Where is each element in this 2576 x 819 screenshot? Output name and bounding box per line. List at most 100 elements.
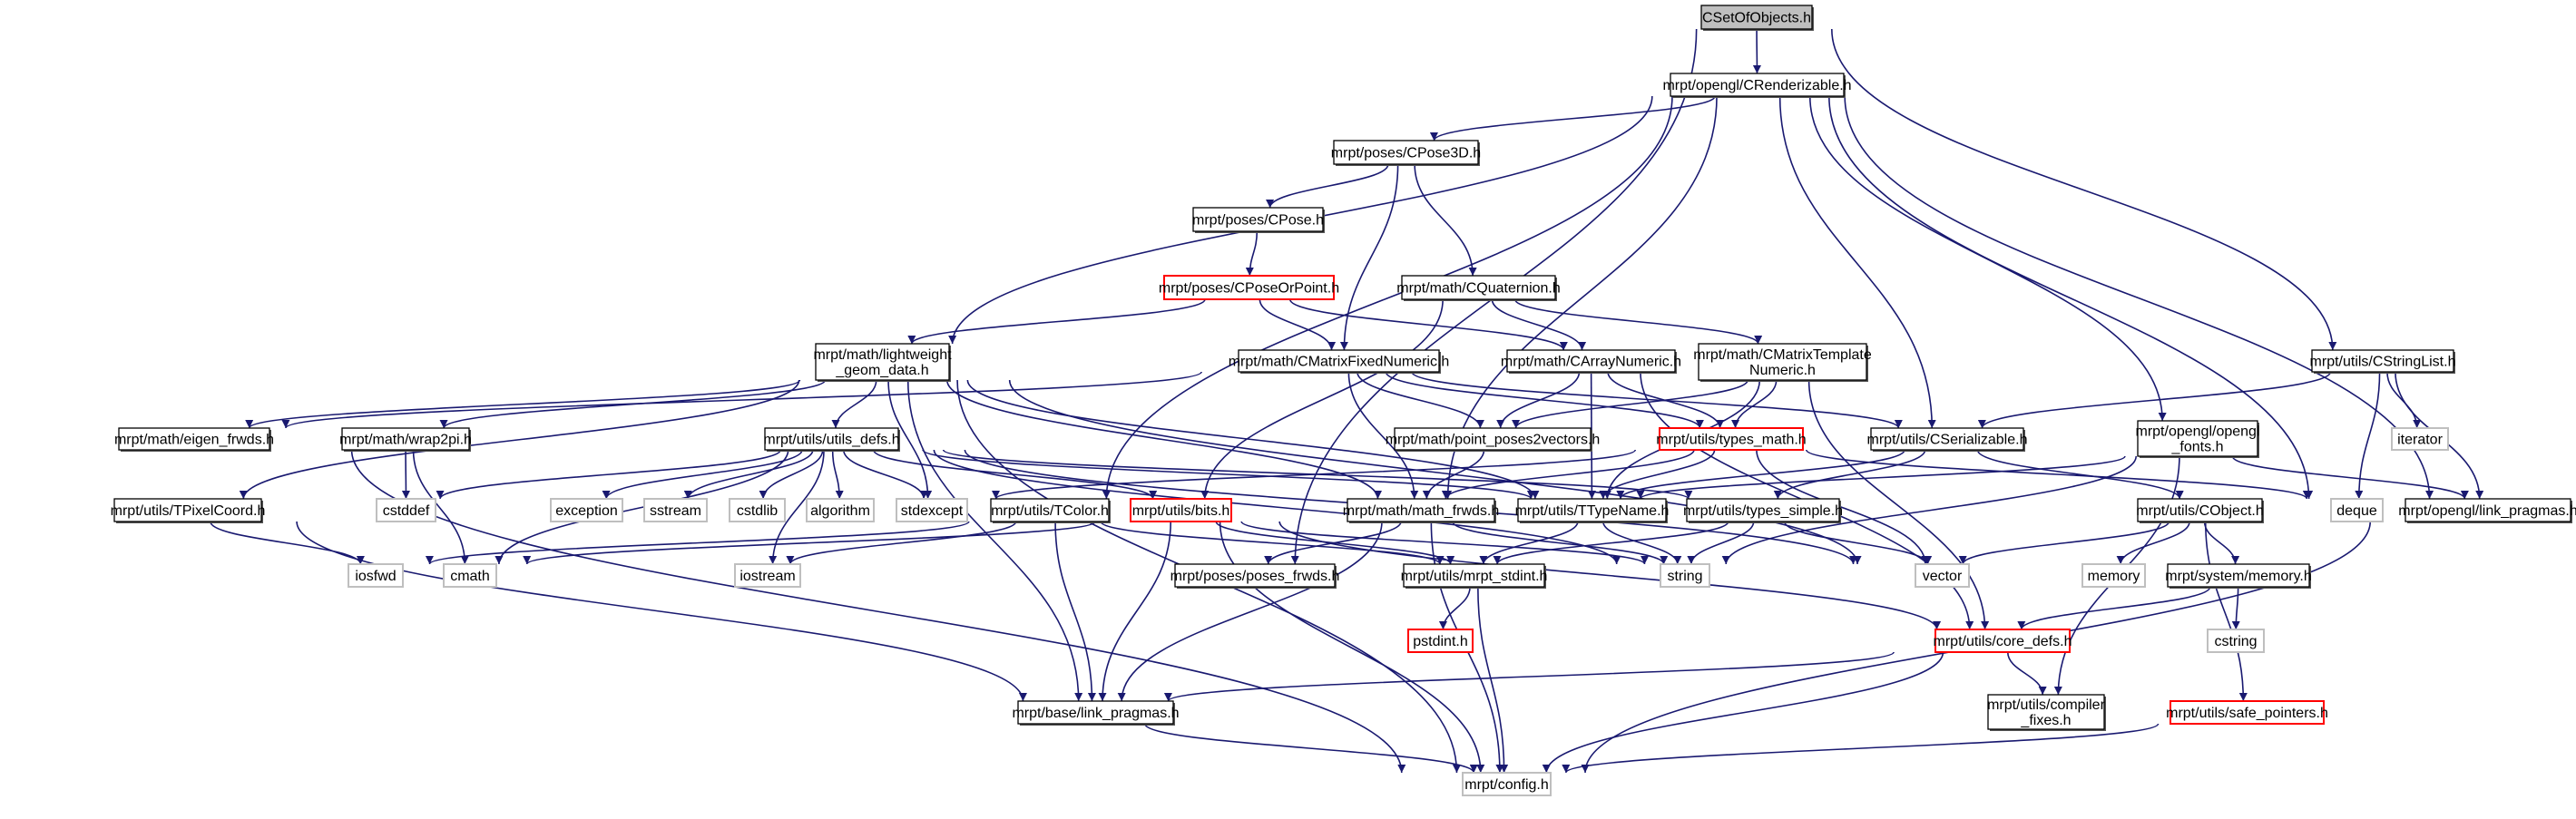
node-box <box>896 498 968 522</box>
node-box <box>1659 427 1804 451</box>
node-core_defs[interactable]: mrpt/utils/core_defs.h <box>1934 629 2072 654</box>
node-sstream[interactable]: sstream <box>643 498 709 523</box>
node-label: mrpt/utils/types_math.h <box>1656 433 1806 448</box>
node-label: mrpt/utils/CSerializable.h <box>1867 433 2028 448</box>
node-memory[interactable]: memory <box>2081 563 2147 589</box>
node-CMatrixFixedNumeric[interactable]: mrpt/math/CMatrixFixedNumeric.h <box>1229 349 1450 374</box>
edge-types_math-to-deque <box>1805 449 2311 500</box>
edge-CObject-to-safe_pointers <box>2204 521 2248 702</box>
edge-CMatrixFixedNumeric-to-math_frwds <box>1347 371 1419 500</box>
node-pstdint[interactable]: pstdint.h <box>1407 629 1474 654</box>
node-TPixelCoord[interactable]: mrpt/utils/TPixelCoord.h <box>111 498 266 523</box>
node-box <box>1670 73 1845 97</box>
node-exception[interactable]: exception <box>550 498 624 523</box>
node-string[interactable]: string <box>1660 563 1711 589</box>
node-opengl_fonts[interactable]: mrpt/opengl/opengl_fonts.h <box>2136 420 2260 458</box>
node-cmath[interactable]: cmath <box>443 563 498 589</box>
edge-utils_defs-to-bits <box>872 449 1158 500</box>
node-box <box>1192 207 1324 232</box>
node-mrpt_stdint[interactable]: mrpt/utils/mrpt_stdint.h <box>1401 563 1548 589</box>
edge-system_memory-to-cstring <box>2231 586 2240 630</box>
node-deque[interactable]: deque <box>2330 498 2385 523</box>
node-types_simple[interactable]: mrpt/utils/types_simple.h <box>1683 498 1843 523</box>
edge-TPixelCoord-to-iosfwd <box>210 521 365 565</box>
node-TTypeName[interactable]: mrpt/utils/TTypeName.h <box>1515 498 1670 523</box>
node-box <box>1915 563 1970 588</box>
edge-CStringList-to-iterator <box>2386 371 2422 429</box>
node-compiler_fixes[interactable]: mrpt/utils/compiler_fixes.h <box>1987 694 2106 731</box>
node-label: mrpt/poses/CPose.h <box>1192 213 1324 229</box>
node-CSerializable[interactable]: mrpt/utils/CSerializable.h <box>1867 427 2028 452</box>
node-config[interactable]: mrpt/config.h <box>1462 772 1552 797</box>
node-box <box>1394 427 1592 451</box>
edge-CMatrixTemplateNumeric-to-types_math <box>1731 379 1778 429</box>
node-point_poses2vectors[interactable]: mrpt/math/point_poses2vectors.h <box>1386 427 1601 452</box>
node-box <box>341 427 470 451</box>
node-types_math[interactable]: mrpt/utils/types_math.h <box>1656 427 1807 452</box>
node-box <box>376 498 436 522</box>
node-CPose[interactable]: mrpt/poses/CPose.h <box>1192 207 1325 233</box>
node-base_link_pragmas[interactable]: mrpt/base/link_pragmas.h <box>1012 700 1180 726</box>
node-stdexcept[interactable]: stdexcept <box>896 498 969 523</box>
edge-utils_defs-to-stdexcept <box>842 449 928 500</box>
node-CRenderizable[interactable]: mrpt/opengl/CRenderizable.h <box>1662 73 1852 98</box>
edge-CObject-to-vector <box>1958 521 2170 565</box>
node-iostream[interactable]: iostream <box>734 563 802 589</box>
node-utils_defs[interactable]: mrpt/utils/utils_defs.h <box>763 427 900 452</box>
edge-types_simple-to-vector <box>1783 521 1933 565</box>
edge-CSetOfObjects-to-CStringList <box>1831 28 2337 351</box>
edge-CMatrixTemplateNumeric-to-core_defs <box>1807 379 1990 630</box>
node-label: mrpt/utils/compiler <box>1987 697 2105 713</box>
node-box <box>2207 629 2265 653</box>
node-box <box>2311 349 2454 373</box>
edge-CQuaternion-to-CArrayNumeric <box>1491 298 1587 351</box>
edge-types_math-to-stdexcept <box>992 449 1637 500</box>
node-CPoseOrPoint[interactable]: mrpt/poses/CPoseOrPoint.h <box>1159 275 1339 301</box>
edge-CQuaternion-to-CMatrixTemplateNumeric <box>1513 298 1763 345</box>
node-wrap2pi[interactable]: mrpt/math/wrap2pi.h <box>339 427 472 452</box>
edge-types_math-to-TTypeName <box>1599 449 1716 500</box>
edge-lightweight-to-TPixelCoord <box>239 379 800 500</box>
node-opengl_link_pragmas[interactable]: mrpt/opengl/link_pragmas.h <box>2398 498 2576 523</box>
node-CPose3D[interactable]: mrpt/poses/CPose3D.h <box>1331 140 1481 166</box>
node-bits[interactable]: mrpt/utils/bits.h <box>1130 498 1233 523</box>
edge-bits-to-cmath <box>523 521 1097 565</box>
node-label: vector <box>1923 569 1963 584</box>
node-cstring[interactable]: cstring <box>2207 629 2266 654</box>
edge-utils_defs-to-cstdlib <box>759 449 824 500</box>
edge-CMatrixFixedNumeric-to-CSerializable <box>1411 371 1903 429</box>
node-math_frwds[interactable]: mrpt/math/math_frwds.h <box>1343 498 1500 523</box>
edge-TTypeName-to-string <box>1602 521 1682 565</box>
edge-CPose3D-to-CQuaternion <box>1414 163 1477 277</box>
edge-point_poses2vectors-to-math_frwds <box>1422 449 1485 500</box>
node-label: cstring <box>2214 634 2257 649</box>
node-box <box>1130 498 1232 522</box>
node-lightweight[interactable]: mrpt/math/lightweight_geom_data.h <box>813 343 952 382</box>
node-cstdlib[interactable]: cstdlib <box>729 498 787 523</box>
node-vector[interactable]: vector <box>1915 563 1971 589</box>
node-CQuaternion[interactable]: mrpt/math/CQuaternion.h <box>1396 275 1561 301</box>
node-box <box>443 563 497 588</box>
node-algorithm[interactable]: algorithm <box>806 498 876 523</box>
node-label: iostream <box>739 569 795 584</box>
node-safe_pointers[interactable]: mrpt/utils/safe_pointers.h <box>2166 700 2328 726</box>
node-poses_frwds[interactable]: mrpt/poses/poses_frwds.h <box>1170 563 1340 589</box>
node-iterator[interactable]: iterator <box>2391 427 2450 452</box>
node-eigen_frwds[interactable]: mrpt/math/eigen_frwds.h <box>114 427 274 452</box>
node-TColor[interactable]: mrpt/utils/TColor.h <box>990 498 1111 523</box>
edge-base_link_pragmas-to-config <box>1144 723 1478 774</box>
node-CSetOfObjects[interactable]: CSetOfObjects.h <box>1700 5 1814 31</box>
node-CStringList[interactable]: mrpt/utils/CStringList.h <box>2310 349 2456 374</box>
node-CArrayNumeric[interactable]: mrpt/math/CArrayNumeric.h <box>1501 349 1681 374</box>
edge-utils_defs-to-iostream <box>769 449 825 565</box>
node-box <box>1506 349 1676 373</box>
node-box <box>1403 563 1545 588</box>
node-cstddef[interactable]: cstddef <box>376 498 437 523</box>
node-box <box>764 427 899 451</box>
node-CObject[interactable]: mrpt/utils/CObject.h <box>2136 498 2264 523</box>
node-iosfwd[interactable]: iosfwd <box>348 563 405 589</box>
node-box <box>990 498 1110 522</box>
node-system_memory[interactable]: mrpt/system/memory.h <box>2165 563 2312 589</box>
node-label: mrpt/utils/mrpt_stdint.h <box>1401 569 1548 584</box>
